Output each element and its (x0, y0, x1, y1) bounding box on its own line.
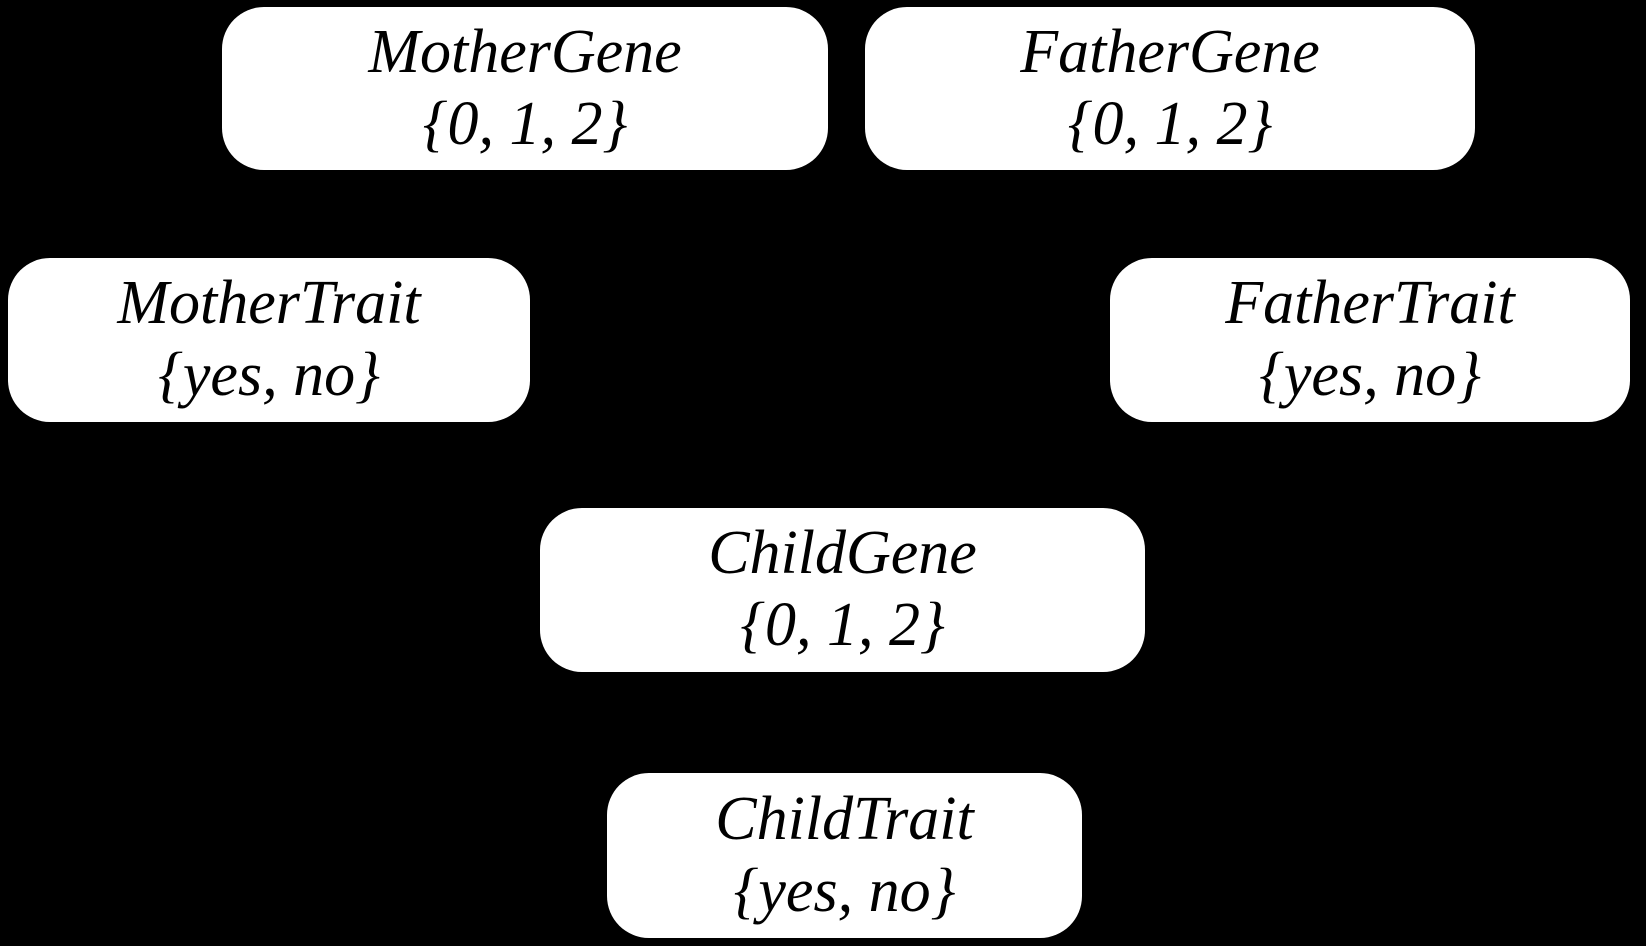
node-father-trait-domain: {yes, no} (1259, 341, 1481, 409)
node-child-trait: ChildTrait {yes, no} (607, 773, 1082, 938)
node-father-gene-domain: {0, 1, 2} (1067, 89, 1273, 158)
node-child-gene: ChildGene {0, 1, 2} (540, 508, 1145, 672)
node-mother-trait-domain: {yes, no} (158, 341, 380, 409)
node-father-gene: FatherGene {0, 1, 2} (865, 7, 1475, 170)
node-mother-gene: MotherGene {0, 1, 2} (222, 7, 828, 170)
node-father-trait-label: FatherTrait (1225, 269, 1515, 338)
node-father-trait: FatherTrait {yes, no} (1110, 258, 1630, 422)
node-child-gene-label: ChildGene (708, 519, 977, 588)
node-child-trait-label: ChildTrait (715, 784, 974, 853)
node-father-gene-label: FatherGene (1020, 17, 1320, 86)
node-mother-trait: MotherTrait {yes, no} (8, 258, 530, 422)
node-mother-gene-domain: {0, 1, 2} (422, 89, 628, 158)
node-mother-trait-label: MotherTrait (117, 269, 421, 338)
node-child-trait-domain: {yes, no} (733, 856, 956, 925)
node-child-gene-domain: {0, 1, 2} (740, 591, 945, 659)
node-mother-gene-label: MotherGene (368, 17, 682, 86)
